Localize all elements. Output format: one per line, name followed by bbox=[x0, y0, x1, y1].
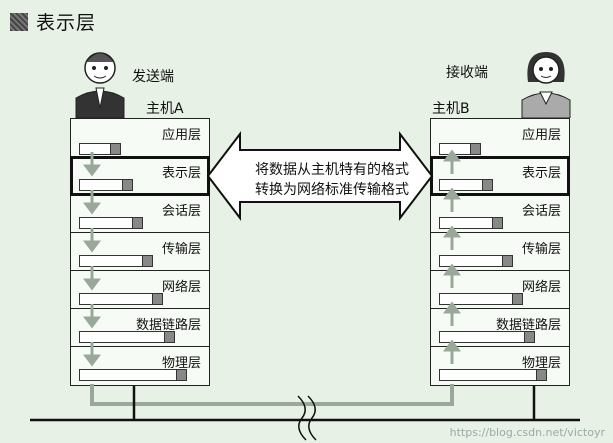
layer-label: 会话层 bbox=[161, 204, 201, 219]
transform-line-2: 转换为网络标准传输格式 bbox=[255, 182, 409, 198]
receiver-role-label: 接收端 bbox=[446, 65, 488, 81]
transform-double-arrow bbox=[206, 131, 434, 221]
layer-label: 物理层 bbox=[161, 356, 201, 371]
title-bullet-icon bbox=[10, 12, 28, 31]
data-block bbox=[79, 255, 153, 267]
sender-flow-arrows bbox=[83, 152, 101, 367]
layer-label: 传输层 bbox=[521, 242, 561, 257]
sender-role-label: 发送端 bbox=[132, 69, 174, 85]
receiver-person-icon bbox=[521, 52, 571, 118]
sender-layer-network: 网络层 bbox=[71, 271, 209, 309]
data-block bbox=[439, 255, 513, 267]
transform-description: 将数据从主机特有的格式 转换为网络标准传输格式 bbox=[232, 160, 432, 200]
layer-label: 会话层 bbox=[521, 204, 561, 219]
layer-label: 应用层 bbox=[521, 128, 561, 143]
data-block bbox=[439, 217, 503, 229]
sender-layer-application: 应用层 bbox=[71, 119, 209, 157]
layer-label: 网络层 bbox=[161, 280, 201, 295]
data-block bbox=[79, 293, 163, 305]
data-block bbox=[79, 179, 133, 191]
data-block bbox=[439, 369, 547, 381]
sender-person-icon bbox=[75, 52, 125, 118]
receiver-layer-transport: 传输层 bbox=[431, 233, 569, 271]
receiver-layer-network: 网络层 bbox=[431, 271, 569, 309]
sender-layer-datalink: 数据链路层 bbox=[71, 309, 209, 347]
layer-label: 网络层 bbox=[521, 280, 561, 295]
data-block bbox=[79, 369, 187, 381]
cable-break-icon bbox=[297, 395, 307, 441]
data-block bbox=[439, 179, 493, 191]
layer-label: 传输层 bbox=[161, 242, 201, 257]
layer-label: 数据链路层 bbox=[135, 318, 201, 333]
transform-line-1: 将数据从主机特有的格式 bbox=[255, 162, 409, 178]
data-block bbox=[79, 143, 121, 155]
receiver-layer-application: 应用层 bbox=[431, 119, 569, 157]
layer-label: 表示层 bbox=[161, 166, 201, 181]
layer-label: 表示层 bbox=[521, 166, 561, 181]
receiver-layer-presentation: 表示层 bbox=[430, 156, 570, 196]
sender-layer-presentation: 表示层 bbox=[70, 156, 210, 196]
page-title: 表示层 bbox=[36, 12, 97, 34]
network-path bbox=[90, 384, 454, 406]
data-block bbox=[79, 217, 143, 229]
watermark: https://blog.csdn.net/victoyr bbox=[449, 426, 605, 439]
sender-layer-physical: 物理层 bbox=[71, 347, 209, 385]
sender-layer-session: 会话层 bbox=[71, 195, 209, 233]
sender-host-label: 主机A bbox=[146, 101, 184, 117]
layer-label: 数据链路层 bbox=[495, 318, 561, 333]
layer-label: 应用层 bbox=[161, 128, 201, 143]
data-block bbox=[439, 293, 523, 305]
data-block bbox=[439, 331, 535, 343]
title-row: 表示层 bbox=[10, 8, 96, 35]
receiver-layer-physical: 物理层 bbox=[431, 347, 569, 385]
sender-layer-transport: 传输层 bbox=[71, 233, 209, 271]
data-block bbox=[439, 143, 481, 155]
receiver-host-label: 主机B bbox=[432, 101, 470, 117]
receiver-flow-arrows bbox=[443, 149, 461, 364]
data-block bbox=[79, 331, 175, 343]
receiver-layer-datalink: 数据链路层 bbox=[431, 309, 569, 347]
receiver-layer-session: 会话层 bbox=[431, 195, 569, 233]
layer-label: 物理层 bbox=[521, 356, 561, 371]
